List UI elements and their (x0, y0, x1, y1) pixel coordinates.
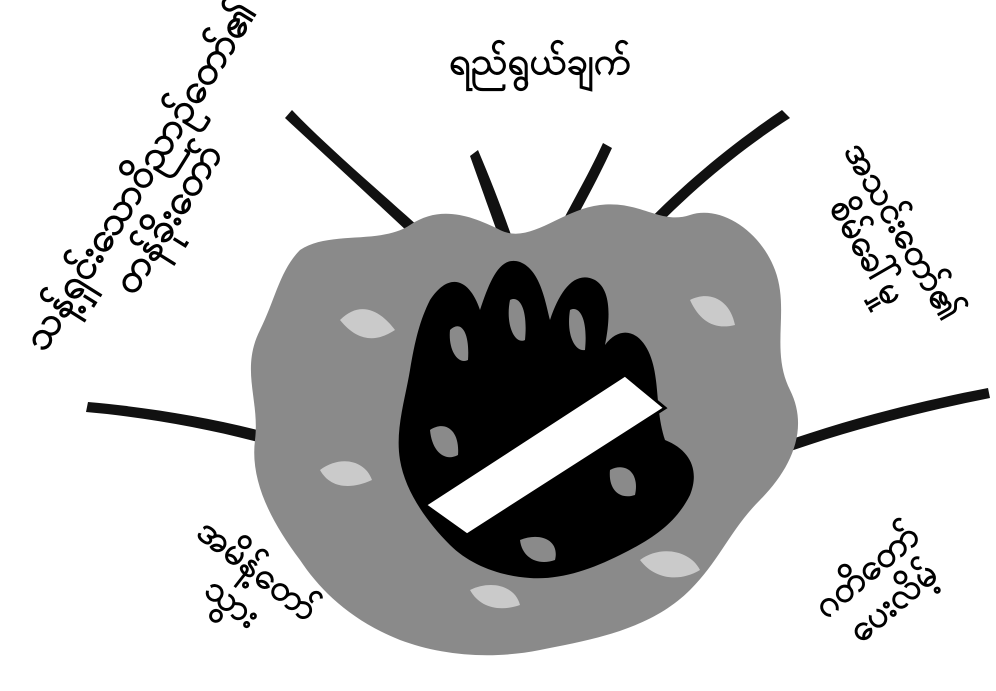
fire-icon (251, 204, 798, 655)
label-purpose-text: ရည်ရွယ်ချက် (410, 40, 670, 84)
label-purpose: ရည်ရွယ်ချက် (410, 40, 670, 84)
